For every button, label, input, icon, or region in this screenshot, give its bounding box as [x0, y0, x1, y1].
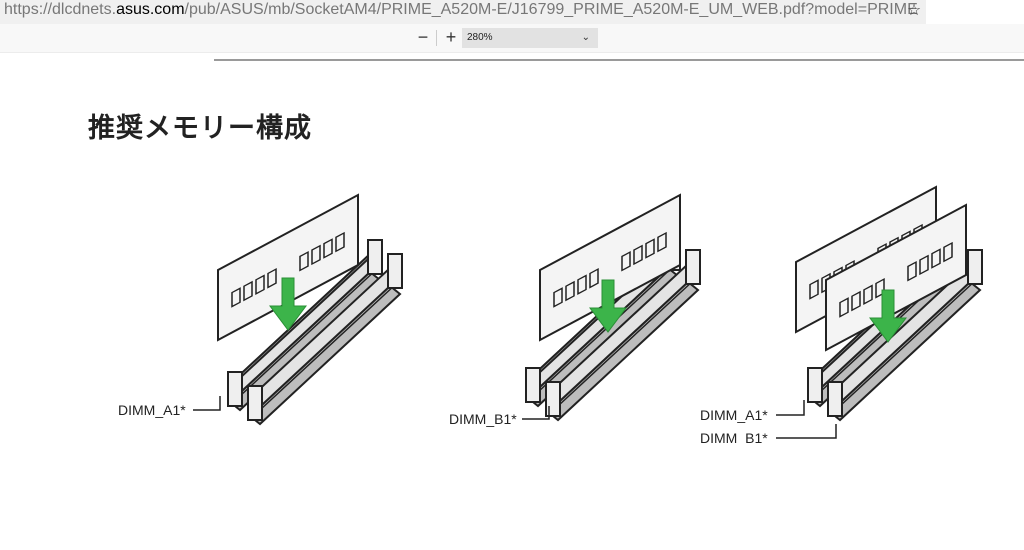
- chevron-down-icon: ⌄: [581, 32, 590, 43]
- url-host: asus.com: [116, 1, 185, 18]
- zoom-select[interactable]: 280% ⌄: [462, 28, 598, 48]
- leader-a1-left: [193, 396, 221, 411]
- toolbar-divider: [436, 30, 437, 46]
- pdf-toolbar: − + 280% ⌄: [0, 24, 1024, 53]
- leader-b1-middle: [522, 406, 550, 420]
- url-path: /pub/ASUS/mb/SocketAM4/PRIME_A520M-E/J16…: [184, 1, 918, 18]
- url-prefix: https://dlcdnets.: [4, 1, 117, 18]
- dimm-group-left: [217, 194, 403, 425]
- leader-b1-right: [776, 424, 837, 439]
- zoom-out-button[interactable]: −: [417, 27, 429, 47]
- zoom-level: 280%: [467, 32, 493, 43]
- page-edge-line: [214, 59, 1024, 61]
- leader-a1-right: [776, 400, 805, 416]
- star-icon[interactable]: ☆: [906, 2, 922, 19]
- page-title: 推奨メモリー構成: [88, 113, 312, 144]
- label-dimm-b1-right: DIMM B1*: [700, 430, 768, 446]
- url-field[interactable]: https://dlcdnets.asus.com/pub/ASUS/mb/So…: [0, 0, 926, 24]
- address-bar[interactable]: https://dlcdnets.asus.com/pub/ASUS/mb/So…: [0, 0, 1024, 24]
- label-dimm-a1-right: DIMM_A1*: [700, 407, 768, 423]
- label-dimm-a1-left: DIMM_A1*: [118, 402, 186, 418]
- zoom-in-button[interactable]: +: [445, 27, 457, 47]
- dimm-group-right: [795, 186, 983, 421]
- label-dimm-b1-middle: DIMM_B1*: [449, 411, 517, 427]
- dimm-group-middle: [525, 194, 701, 421]
